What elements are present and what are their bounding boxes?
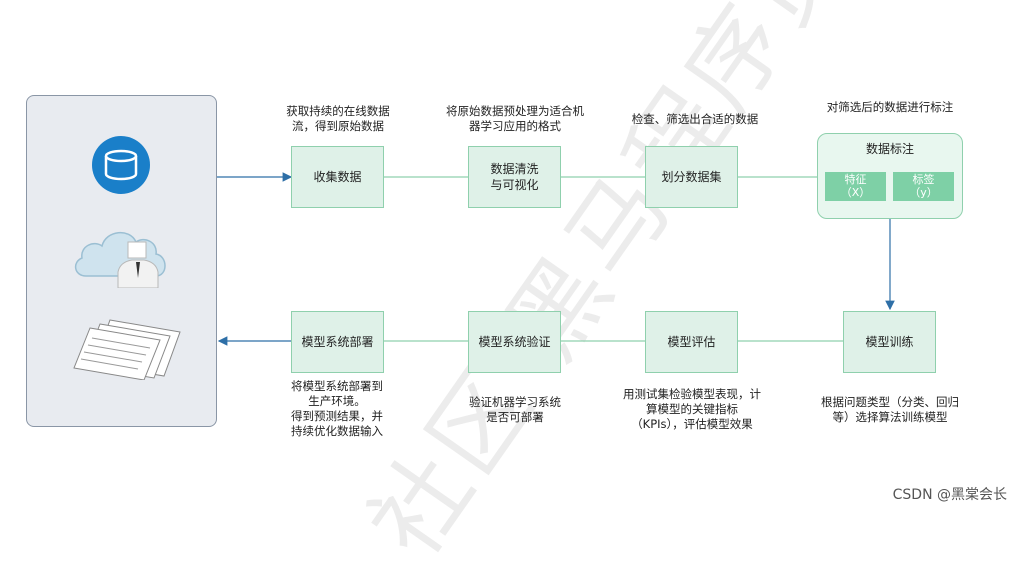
train-caption-line: 等）选择算法训练模型 bbox=[806, 410, 974, 425]
deploy-caption-line: 持续优化数据输入 bbox=[272, 424, 402, 439]
feature-tag: 特征 （X） bbox=[825, 172, 886, 201]
verify-caption-line: 验证机器学习系统 bbox=[449, 395, 581, 410]
clean-visualize-step: 数据清洗与可视化 bbox=[468, 146, 561, 208]
cloud-user-icon bbox=[72, 222, 170, 288]
label-tag: 标签 （y） bbox=[893, 172, 954, 201]
model-train-step: 模型训练 bbox=[843, 311, 936, 373]
split-dataset-step: 划分数据集 bbox=[645, 146, 738, 208]
split-dataset-label: 划分数据集 bbox=[661, 169, 721, 185]
annotate-caption: 对筛选后的数据进行标注 bbox=[815, 100, 965, 115]
model-verify-step: 模型系统验证 bbox=[468, 311, 561, 373]
collect-data-label: 收集数据 bbox=[313, 169, 361, 185]
deploy-caption: 将模型系统部署到 生产环境。 得到预测结果，并 持续优化数据输入 bbox=[272, 379, 402, 439]
evaluate-caption-line: 算模型的关键指标 bbox=[608, 402, 776, 417]
deploy-caption-line: 将模型系统部署到 bbox=[272, 379, 402, 394]
clean-visualize-label: 数据清洗与可视化 bbox=[485, 161, 544, 193]
evaluate-caption-line: （KPIs），评估模型效果 bbox=[608, 417, 776, 432]
collect-caption: 获取持续的在线数据流，得到原始数据 bbox=[278, 104, 398, 134]
model-deploy-step: 模型系统部署 bbox=[291, 311, 384, 373]
model-train-label: 模型训练 bbox=[865, 334, 913, 350]
model-deploy-label: 模型系统部署 bbox=[301, 334, 373, 350]
model-verify-label: 模型系统验证 bbox=[478, 334, 550, 350]
deploy-caption-line: 生产环境。 bbox=[272, 394, 402, 409]
label-name: 标签 bbox=[893, 173, 954, 186]
annotation-title: 数据标注 bbox=[818, 140, 962, 157]
data-annotation-step: 数据标注 特征 （X） 标签 （y） bbox=[817, 133, 963, 219]
feature-symbol: （X） bbox=[825, 186, 886, 199]
deploy-caption-line: 得到预测结果，并 bbox=[272, 409, 402, 424]
label-symbol: （y） bbox=[893, 186, 954, 199]
clean-caption: 将原始数据预处理为适合机器学习应用的格式 bbox=[445, 104, 585, 134]
feature-name: 特征 bbox=[825, 173, 886, 186]
train-caption-line: 根据问题类型（分类、回归 bbox=[806, 395, 974, 410]
database-icon bbox=[92, 136, 150, 194]
verify-caption-line: 是否可部署 bbox=[449, 410, 581, 425]
split-caption: 检查、筛选出合适的数据 bbox=[620, 112, 770, 127]
csdn-signature: CSDN @黑棠会长 bbox=[893, 484, 1007, 504]
documents-icon bbox=[70, 318, 188, 380]
model-evaluate-label: 模型评估 bbox=[667, 334, 715, 350]
verify-caption: 验证机器学习系统 是否可部署 bbox=[449, 395, 581, 425]
evaluate-caption-line: 用测试集检验模型表现，计 bbox=[608, 387, 776, 402]
model-evaluate-step: 模型评估 bbox=[645, 311, 738, 373]
train-caption: 根据问题类型（分类、回归 等）选择算法训练模型 bbox=[806, 395, 974, 425]
evaluate-caption: 用测试集检验模型表现，计 算模型的关键指标 （KPIs），评估模型效果 bbox=[608, 387, 776, 432]
collect-data-step: 收集数据 bbox=[291, 146, 384, 208]
